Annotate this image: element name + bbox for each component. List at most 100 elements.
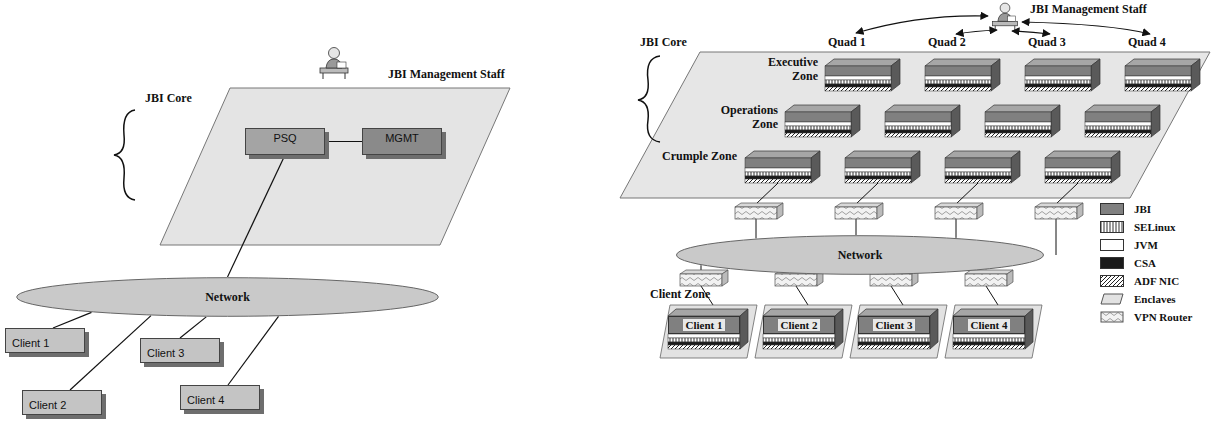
caption-label: JBI Core	[640, 36, 687, 50]
left-core-plane	[160, 88, 510, 245]
jbi-stack	[1025, 59, 1100, 91]
legend-swatch	[1100, 221, 1124, 233]
legend-row: SELinux	[1100, 221, 1176, 233]
caption-label: JBI Management Staff	[388, 68, 505, 82]
network-wire	[891, 286, 903, 305]
client-stack: Client 4	[953, 316, 1025, 334]
node-text: Network	[15, 277, 440, 317]
node-text: Client 3	[147, 347, 213, 359]
connector	[53, 312, 92, 328]
quad-label: Quad 2	[928, 36, 966, 50]
vpn-router	[1035, 203, 1083, 219]
client-box: Client 4	[180, 385, 260, 410]
client-box: Client 3	[140, 338, 220, 363]
vpn-router	[735, 203, 783, 219]
node-text: Client 1	[12, 337, 78, 349]
network-wire	[956, 183, 978, 204]
network-wire	[856, 183, 878, 204]
network-wire	[986, 286, 998, 305]
network-wire	[756, 183, 778, 204]
node-text: Client 1	[683, 319, 726, 331]
enclave	[945, 305, 1042, 358]
staff-icon	[993, 3, 1018, 31]
quad-label: Quad 1	[828, 36, 866, 50]
jbi-stack	[925, 59, 1000, 91]
staff-icon	[320, 48, 348, 80]
legend-swatch	[1100, 311, 1124, 323]
legend-row: JVM	[1100, 239, 1158, 251]
zone-label: Client Zone	[650, 288, 710, 302]
enclave	[755, 305, 852, 358]
client-layers	[668, 309, 748, 349]
vpn-router	[680, 270, 728, 286]
connector	[228, 316, 279, 385]
legend-row: ADF NIC	[1100, 275, 1179, 287]
jbi-stack	[945, 151, 1020, 183]
caption-label: JBI Core	[145, 92, 192, 106]
jbi-stack	[785, 105, 860, 137]
zone-label: Operations Zone	[700, 104, 778, 132]
connector	[180, 317, 206, 338]
network-ellipse: Network	[675, 235, 1045, 275]
zone-label: Executive Zone	[750, 56, 818, 84]
network-wire	[1056, 183, 1078, 204]
legend-row: JBI	[1100, 203, 1151, 215]
legend-swatch	[1100, 239, 1124, 251]
legend-text: Enclaves	[1134, 293, 1176, 305]
node-text: Client 3	[873, 319, 916, 331]
legend-text: SELinux	[1134, 221, 1176, 233]
core-bracket	[638, 56, 660, 142]
legend-swatch	[1100, 275, 1124, 287]
jbi-stack	[985, 105, 1060, 137]
quad-label: Quad 4	[1128, 36, 1166, 50]
node-text: MGMT	[369, 132, 435, 144]
vpn-router	[965, 270, 1013, 286]
client-stack: Client 2	[763, 316, 835, 334]
node-text: PSQ	[252, 132, 318, 144]
node-text: Client 2	[778, 319, 821, 331]
node-text: Client 4	[968, 319, 1011, 331]
legend-row: CSA	[1100, 257, 1156, 269]
legend-text: JVM	[1134, 239, 1158, 251]
client-stack: Client 3	[858, 316, 930, 334]
client-box: Client 2	[22, 390, 102, 415]
legend-text: ADF NIC	[1134, 275, 1179, 287]
connector	[228, 155, 286, 277]
network-wire	[1056, 219, 1057, 255]
enclave	[850, 305, 947, 358]
connector	[325, 141, 362, 142]
jbi-stack	[885, 105, 960, 137]
management-arrows	[856, 16, 1150, 34]
jbi-stack	[1085, 105, 1160, 137]
network-ellipse: Network	[15, 277, 440, 317]
legend-text: VPN Router	[1134, 311, 1192, 323]
legend-text: CSA	[1134, 257, 1156, 269]
vpn-router	[835, 203, 883, 219]
vpn-router	[935, 203, 983, 219]
client-box: Client 1	[5, 328, 85, 353]
client-layers	[858, 309, 938, 349]
zone-label: Crumple Zone	[662, 150, 737, 164]
client-layers	[668, 309, 1033, 349]
node-text: Client 2	[29, 399, 95, 411]
node-text: Client 4	[187, 394, 253, 406]
node-text: Network	[675, 235, 1045, 275]
client-layers	[763, 309, 843, 349]
jbi-stack	[745, 151, 820, 183]
enclave	[660, 305, 757, 358]
legend-swatch	[1100, 293, 1124, 305]
network-wire	[756, 219, 757, 238]
network-wire	[796, 286, 808, 305]
network-wire	[856, 219, 857, 235]
network-links	[660, 183, 1083, 358]
server-box: PSQ	[245, 128, 325, 155]
network-wire	[956, 219, 957, 238]
client-stack: Client 1	[668, 316, 740, 334]
quad-label: Quad 3	[1028, 36, 1066, 50]
client-layers	[953, 309, 1033, 349]
jbi-stack	[845, 151, 920, 183]
legend-row: Enclaves	[1100, 293, 1176, 305]
core-bracket	[114, 110, 135, 200]
